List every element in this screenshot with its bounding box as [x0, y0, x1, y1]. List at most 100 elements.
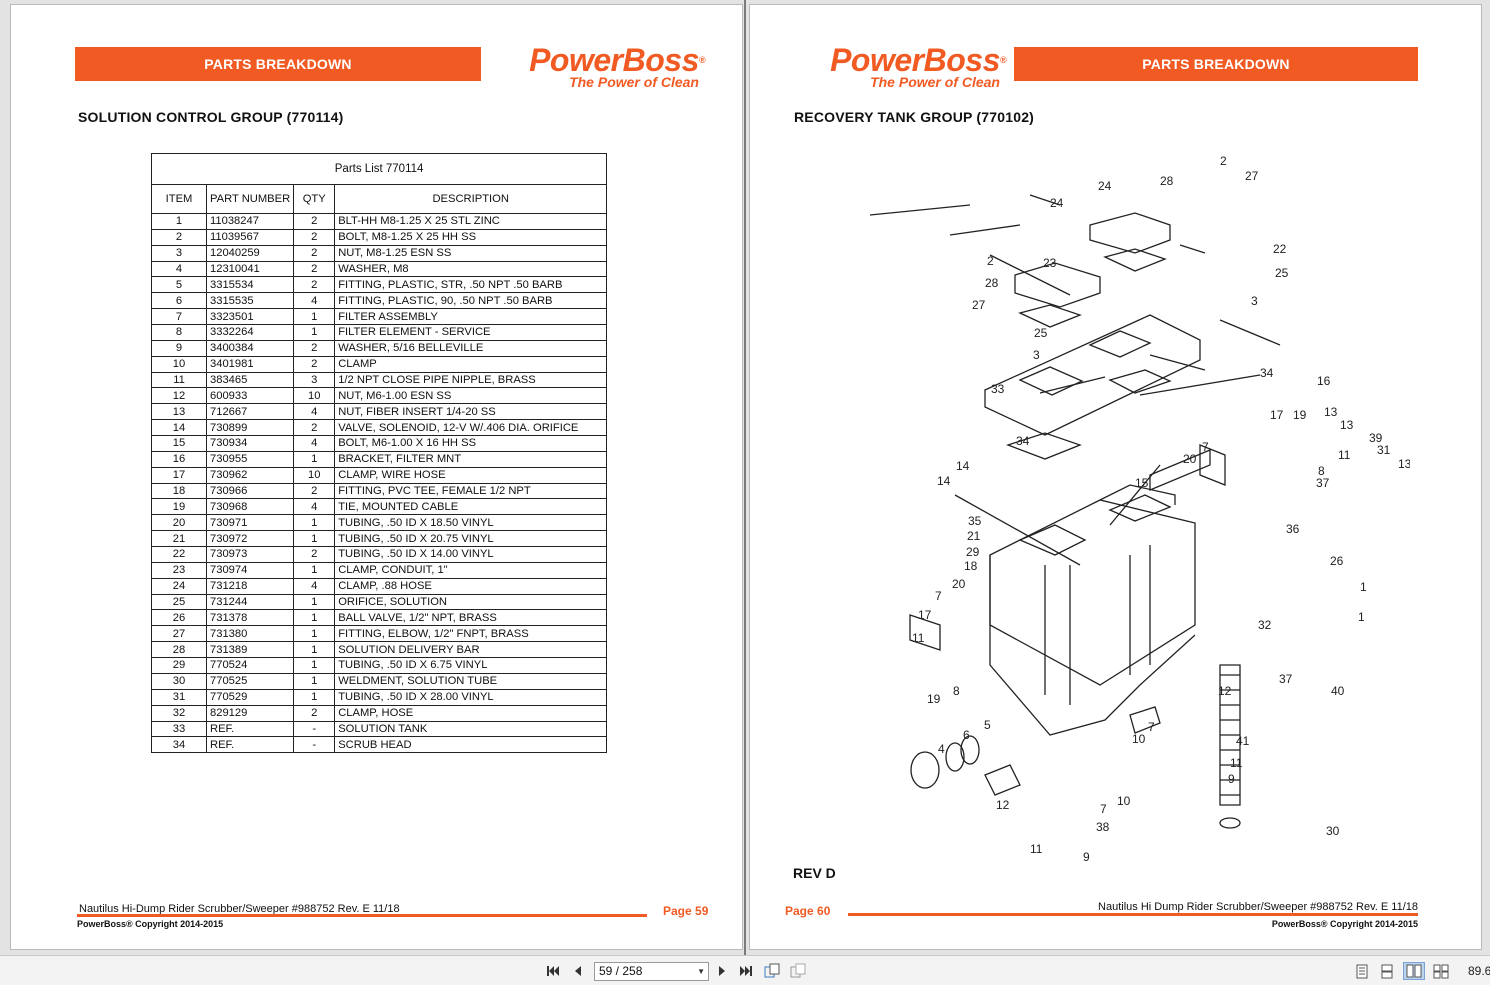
cell-qty: 4: [293, 577, 336, 595]
cell-item: 33: [151, 720, 207, 738]
cell-qty: 1: [293, 561, 336, 579]
callout-number: 30: [1326, 824, 1340, 838]
cell-description: TUBING, .50 ID X 28.00 VINYL: [334, 688, 608, 706]
cell-qty: 10: [293, 466, 336, 484]
cell-item: 24: [151, 577, 207, 595]
callout-number: 8: [1318, 464, 1325, 478]
cell-description: FITTING, PLASTIC, 90, .50 NPT .50 BARB: [334, 292, 608, 310]
cell-description: CLAMP: [334, 355, 608, 373]
callout-number: 34: [1260, 366, 1274, 380]
cell-qty: 2: [293, 228, 336, 246]
parts-table: Parts List 770114 ITEM PART NUMBER QTY D…: [150, 153, 608, 754]
cell-item: 18: [151, 482, 207, 500]
cell-item: 11: [151, 371, 207, 389]
callout-number: 5: [984, 718, 991, 732]
cell-item: 34: [151, 736, 207, 754]
callout-number: 12: [1218, 684, 1232, 698]
next-page-icon[interactable]: [713, 962, 731, 980]
cell-part-number: 12040259: [205, 244, 295, 262]
first-page-icon[interactable]: [544, 962, 562, 980]
callout-number: 3: [1033, 348, 1040, 362]
continuous-view-icon[interactable]: [1378, 962, 1396, 980]
cell-item: 3: [151, 244, 207, 262]
single-page-view-icon[interactable]: [1353, 962, 1371, 980]
cell-qty: -: [293, 720, 336, 738]
previous-page-icon[interactable]: [569, 962, 587, 980]
cell-item: 14: [151, 419, 207, 437]
cell-description: BRACKET, FILTER MNT: [334, 450, 608, 468]
cell-description: CLAMP, HOSE: [334, 704, 608, 722]
cell-part-number: 11038247: [205, 213, 295, 230]
cell-part-number: 730966: [205, 482, 295, 500]
cell-qty: 1: [293, 530, 336, 548]
cell-qty: 2: [293, 704, 336, 722]
cell-qty: 2: [293, 339, 336, 357]
page-number: Page 60: [785, 904, 831, 918]
callout-number: 7: [935, 589, 942, 603]
cell-description: TUBING, .50 ID X 18.50 VINYL: [334, 514, 608, 532]
footer-rule: [848, 913, 1418, 916]
zoom-level[interactable]: 89.6: [1468, 964, 1490, 978]
callout-number: 2: [1220, 154, 1227, 168]
pdf-viewer-toolbar: 59 / 258 ▼ 89.6: [0, 955, 1490, 985]
cell-description: TUBING, .50 ID X 20.75 VINYL: [334, 530, 608, 548]
cell-qty: 2: [293, 355, 336, 373]
facing-pages-view-icon[interactable]: [1403, 962, 1425, 980]
go-back-view-icon[interactable]: [763, 962, 781, 980]
cell-item: 27: [151, 625, 207, 643]
callout-number: 16: [1317, 374, 1331, 388]
cell-item: 6: [151, 292, 207, 310]
cell-part-number: 383465: [205, 371, 295, 389]
cell-qty: 2: [293, 276, 336, 294]
last-page-icon[interactable]: [737, 962, 755, 980]
callout-number: 31: [1377, 443, 1391, 457]
cell-item: 1: [151, 213, 207, 230]
cell-part-number: 12310041: [205, 260, 295, 278]
cell-qty: 1: [293, 450, 336, 468]
cell-part-number: REF.: [205, 720, 295, 738]
cell-item: 25: [151, 593, 207, 611]
go-forward-view-icon[interactable]: [789, 962, 807, 980]
cell-qty: 2: [293, 260, 336, 278]
cell-qty: 4: [293, 403, 336, 421]
cell-part-number: 770524: [205, 657, 295, 674]
cell-description: ORIFICE, SOLUTION: [334, 593, 608, 611]
group-title: RECOVERY TANK GROUP (770102): [794, 109, 1035, 125]
cell-description: NUT, M8-1.25 ESN SS: [334, 244, 608, 262]
revision-label: REV D: [793, 865, 836, 881]
callout-number: 7: [1202, 440, 1209, 454]
cell-item: 4: [151, 260, 207, 278]
callout-number: 35: [968, 514, 982, 528]
callout-number: 1: [1358, 610, 1365, 624]
cell-qty: 2: [293, 482, 336, 500]
cell-description: 1/2 NPT CLOSE PIPE NIPPLE, BRASS: [334, 371, 608, 389]
cell-description: TIE, MOUNTED CABLE: [334, 498, 608, 516]
footer-copyright: PowerBoss® Copyright 2014-2015: [1271, 919, 1418, 929]
cell-qty: 2: [293, 419, 336, 437]
cell-item: 31: [151, 688, 207, 706]
cell-part-number: 730974: [205, 561, 295, 579]
continuous-facing-view-icon[interactable]: [1432, 962, 1450, 980]
callout-number: 9: [1083, 850, 1090, 864]
cell-qty: 2: [293, 244, 336, 262]
callout-number: 3: [1251, 294, 1258, 308]
footer-doc-title: Nautilus Hi-Dump Rider Scrubber/Sweeper …: [79, 903, 400, 915]
page-selector[interactable]: 59 / 258 ▼: [594, 962, 709, 981]
cell-item: 23: [151, 561, 207, 579]
cell-part-number: 3323501: [205, 308, 295, 326]
cell-description: CLAMP, WIRE HOSE: [334, 466, 608, 484]
